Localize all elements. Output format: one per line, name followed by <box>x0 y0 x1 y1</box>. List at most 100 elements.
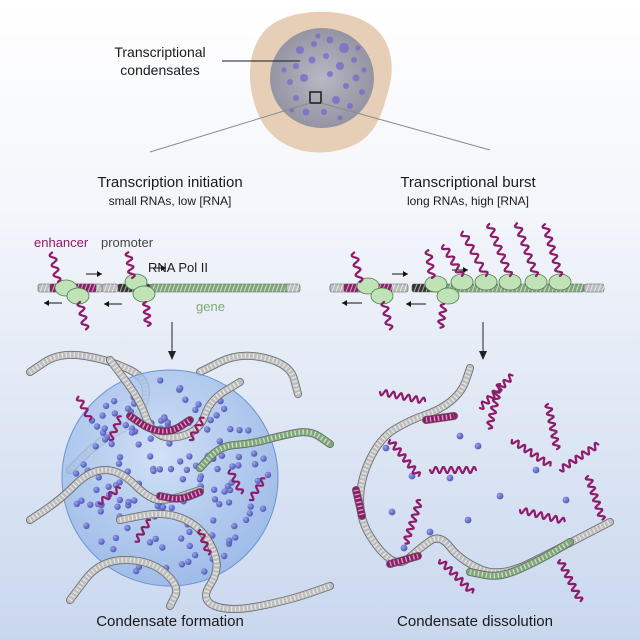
protein-dot <box>207 416 214 424</box>
left-promoter-in-condensate-twist <box>159 489 201 502</box>
protein-dot <box>95 474 103 481</box>
condensate-formation-illustration <box>26 350 334 613</box>
nucleus-dot <box>327 71 333 77</box>
right-rna-1 <box>350 251 364 284</box>
right-dna-strip <box>329 222 606 331</box>
protein-dot <box>156 466 164 473</box>
nucleus-dot <box>293 95 299 101</box>
left-condensate-rna-2 <box>108 415 122 442</box>
protein-dot <box>72 470 80 477</box>
protein-dot <box>167 465 175 473</box>
right-rna-7 <box>485 222 514 278</box>
protein-dot <box>251 461 259 468</box>
left-rna-1 <box>48 251 62 284</box>
protein-dot <box>464 516 472 524</box>
protein-dot <box>110 545 117 553</box>
protein-dot <box>224 482 232 490</box>
protein-dot <box>235 462 242 469</box>
nucleus-dot <box>337 115 343 121</box>
nucleus-dot <box>326 36 334 44</box>
right-dna-main-twist <box>357 367 612 575</box>
gene-label: gene <box>196 299 225 314</box>
protein-dot <box>192 406 199 414</box>
protein-dot <box>73 500 81 507</box>
protein-dot <box>259 505 267 512</box>
protein-dot <box>108 440 115 448</box>
nucleus-dot <box>343 83 349 89</box>
right-polii-promoter-2 <box>436 287 460 305</box>
left-condensate-rna-4 <box>227 468 245 495</box>
right-rna-5 <box>440 244 465 278</box>
nucleus-dot <box>287 79 293 85</box>
left-condensate-rna-7 <box>248 477 266 502</box>
protein-dot <box>122 422 129 429</box>
protein-dot <box>242 516 250 524</box>
protein-dot <box>221 488 228 495</box>
right-dna-end-twist <box>585 283 606 293</box>
protein-dot <box>179 476 187 483</box>
protein-dot <box>196 476 204 483</box>
protein-dot <box>227 425 234 433</box>
protein-dot <box>102 402 110 410</box>
protein-dot <box>124 524 131 532</box>
protein-dot <box>99 412 106 419</box>
left-condensate-rna-5 <box>134 518 152 543</box>
protein-dot <box>128 429 136 436</box>
right-panel-title: Transcriptional burst <box>400 174 536 191</box>
right-polii-enhancer-1 <box>356 277 380 295</box>
nucleus-dot <box>351 57 357 63</box>
protein-dot <box>93 423 101 430</box>
right-polii-promoter-1 <box>424 275 448 293</box>
protein-dot <box>221 552 228 560</box>
left-polii-enhancer-2 <box>66 287 90 305</box>
left-polii-promoter-2 <box>132 285 156 303</box>
protein-dot <box>245 427 252 434</box>
right-rna-6 <box>460 230 489 278</box>
protein-dot <box>101 425 108 432</box>
left-gene-segment-twist <box>151 283 292 293</box>
protein-dot <box>182 396 189 403</box>
protein-dot <box>105 483 112 490</box>
nucleus-dot <box>293 63 299 69</box>
protein-dot <box>161 415 168 422</box>
nucleus-dot <box>339 43 349 53</box>
protein-dot <box>191 551 199 559</box>
protein-dot <box>216 500 223 508</box>
protein-dot <box>132 567 140 575</box>
protein-dot <box>98 538 105 545</box>
protein-dot <box>147 435 154 442</box>
protein-dot <box>125 498 132 506</box>
right-polii-gene-3 <box>498 273 522 291</box>
right-long-rna-1 <box>378 389 427 405</box>
protein-dot <box>229 463 236 470</box>
protein-dot <box>92 443 99 450</box>
right-polii-enhancer-2 <box>370 287 394 305</box>
protein-dot <box>152 535 159 543</box>
nucleus-dot <box>281 67 287 73</box>
nucleus-dot <box>352 74 360 82</box>
left-down-arrow <box>168 322 176 360</box>
protein-dot <box>204 426 211 433</box>
cell-callout-line1: Transcriptional <box>114 44 205 60</box>
nuclear-condensate-dots <box>281 33 367 121</box>
protein-dot <box>116 496 124 504</box>
nucleus-dot <box>321 109 327 115</box>
nucleus-dot <box>300 74 308 82</box>
protein-dot <box>157 377 164 384</box>
protein-dot <box>186 528 193 535</box>
protein-dot <box>114 503 121 510</box>
protein-dot <box>210 486 218 493</box>
left-arrow-forward-1-head <box>97 271 102 277</box>
left-caption: Condensate formation <box>96 613 244 630</box>
left-dna-through-3-twist <box>119 511 331 612</box>
protein-dot <box>236 426 243 434</box>
protein-dot <box>388 508 396 516</box>
protein-dot <box>250 450 258 457</box>
nucleus-dot <box>347 103 353 109</box>
protein-dot <box>247 503 254 510</box>
cell-illustration: Transcriptional condensates <box>114 11 491 153</box>
left-arrow-back-2-head <box>104 301 109 307</box>
protein-dot <box>260 455 267 462</box>
